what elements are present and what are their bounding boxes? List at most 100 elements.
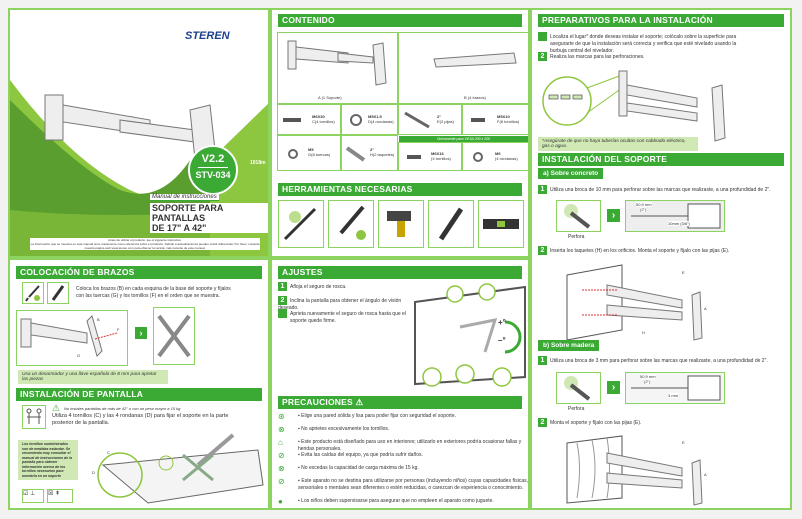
version-badge: V2.2 STV-034: [188, 145, 238, 195]
version-label: V2.2: [201, 153, 225, 165]
mount-illustration: [44, 94, 216, 161]
callout-a: A: [704, 472, 707, 477]
precaution-item: ⊗▪ No aprietes excesivamente los tornill…: [278, 425, 390, 434]
manual-code: 1018m: [250, 160, 266, 166]
marking-diagram: [542, 70, 726, 142]
wrench-tool-icon: [428, 200, 474, 248]
content-item-vesa-screws: M6X16(4 tornillos): [398, 142, 462, 171]
section-header-herramientas: HERRAMIENTAS NECESARIAS: [278, 183, 522, 196]
madera-depth-diagram: 50,9 mm(2")3 mm: [625, 372, 725, 404]
precaution-item: ⊘▪ Evita las caídas del equipo, ya que p…: [278, 451, 423, 460]
disclaimer: Antes de utilizar el producto, lee el si…: [30, 238, 260, 250]
madera-drill-icon: [556, 372, 601, 404]
wrench-tool-icon: [47, 282, 69, 304]
pencil-tool-icon: [278, 200, 324, 248]
warning-icon: ⚠: [52, 403, 61, 413]
section-header-instalacion: INSTALACIÓN DEL SOPORTE: [538, 153, 784, 166]
section-header-precauciones: PRECAUCIONES ⚠: [278, 396, 522, 409]
wall-icon: ⊛: [278, 412, 285, 421]
screen-mount-diagram: [97, 433, 264, 504]
level-tool-icon: [478, 200, 524, 248]
no-overtighten-icon: ⊗: [278, 425, 285, 434]
manual-label: Manual de instrucciones: [150, 194, 219, 201]
pantalla-text: Utiliza 4 tornillos (C) y las 4 rondanas…: [52, 413, 229, 426]
indoor-icon: ⌂: [278, 438, 283, 447]
screwdriver-tool-icon: [22, 282, 44, 304]
callout-e: E: [682, 440, 685, 445]
content-item-e: 2"E(2 pijas): [398, 104, 462, 135]
precautions-list: ⊛▪ Elige una pared sólida y lisa para po…: [278, 413, 528, 511]
max-load-icon: ⊗: [278, 464, 285, 473]
tilt-minus-label: –°: [498, 336, 506, 345]
pantalla-note: Los tornillos suministrados son de medid…: [18, 440, 78, 480]
section-header-colocacion: COLOCACIÓN DE BRAZOS: [16, 266, 262, 279]
persons-icon: ⊘: [278, 477, 285, 486]
arms-result-diagram: [153, 307, 195, 365]
section-header-contenido: CONTENIDO: [278, 14, 522, 27]
no-drop-icon: ⊘: [278, 451, 285, 460]
screw-wrong-icons: ☒ ⇞: [47, 489, 73, 503]
content-item-vesa-washers: M6(4 rondanas): [462, 142, 529, 171]
screw-ok-icons: ☑ ⊥: [22, 489, 44, 503]
precaution-item: ⊘▪ Este aparato no se destina para utili…: [278, 477, 528, 492]
two-people-icon: [22, 405, 46, 429]
concreto-drill-icon: [556, 200, 601, 232]
model-label: STV-034: [195, 170, 231, 180]
callout-e: E: [682, 270, 685, 275]
left-bottom-panel: COLOCACIÓN DE BRAZOS Coloca los brazos (…: [8, 258, 270, 510]
drill-tool-icon: [378, 200, 424, 248]
section-header-ajustes: AJUSTES: [278, 266, 522, 279]
precaution-item: ●▪ Los niños deben supervisarse para ase…: [278, 497, 494, 506]
content-item-h: 2"H(2 taquetes): [341, 135, 398, 171]
tilt-plus-label: +°: [498, 318, 506, 327]
concrete-wall-mount-diagram: [566, 264, 703, 341]
next-arrow-icon: ›: [135, 327, 147, 339]
wood-wall-mount-diagram: [566, 435, 703, 506]
preparativos-note: *Asegúrate de que no haya tuberías ocult…: [538, 137, 698, 151]
vesa-note: Únicamente para VESA 200 x 200: [399, 136, 528, 142]
subsection-madera: b) Sobre madera: [538, 340, 600, 351]
concreto-depth-diagram: 50,9 mm(2")10mm (3/8"): [625, 200, 725, 232]
content-item-a: A (1 Soporte): [277, 32, 398, 104]
colocacion-note: Usa un desarmador y una llave española d…: [18, 370, 168, 384]
next-arrow-icon: ›: [607, 381, 620, 394]
cover-panel: STEREN V2.2 STV-034 1018m Manual de inst…: [8, 8, 270, 258]
callout-d: D: [92, 470, 95, 475]
section-header-preparativos: PREPARATIVOS PARA LA INSTALACIÓN: [538, 14, 784, 27]
concreto-perfora-label: Perfora: [568, 234, 585, 240]
tilt-adjust-diagram: [414, 283, 526, 387]
madera-perfora-label: Perfora: [568, 406, 585, 412]
next-arrow-icon: ›: [607, 209, 620, 222]
callout-c: C: [107, 450, 110, 455]
precaution-item: ⊛▪ Elige una pared sólida y lisa para po…: [278, 412, 456, 421]
brand-logo: STEREN: [185, 30, 230, 42]
middle-top-panel: CONTENIDO A (1 Soporte) B (4 brazos) M6X…: [270, 8, 530, 258]
screwdriver-tool-icon: [328, 200, 374, 248]
precaution-item: ⌂▪ Este producto está diseñado para uso …: [278, 438, 522, 453]
section-header-pantalla: INSTALACIÓN DE PANTALLA: [16, 388, 262, 401]
callout-a: A: [704, 306, 707, 311]
callout-h: H: [642, 330, 645, 335]
subsection-concreto: a) Sobre concreto: [538, 168, 604, 179]
children-icon: ●: [278, 497, 283, 506]
precaution-item: ⊗▪ No excedas la capacidad de carga máxi…: [278, 464, 419, 473]
colocacion-text: Coloca los brazos (B) en cada esquina de…: [76, 286, 231, 299]
pantalla-warning: No instales pantallas de más de 42" o co…: [64, 406, 181, 411]
